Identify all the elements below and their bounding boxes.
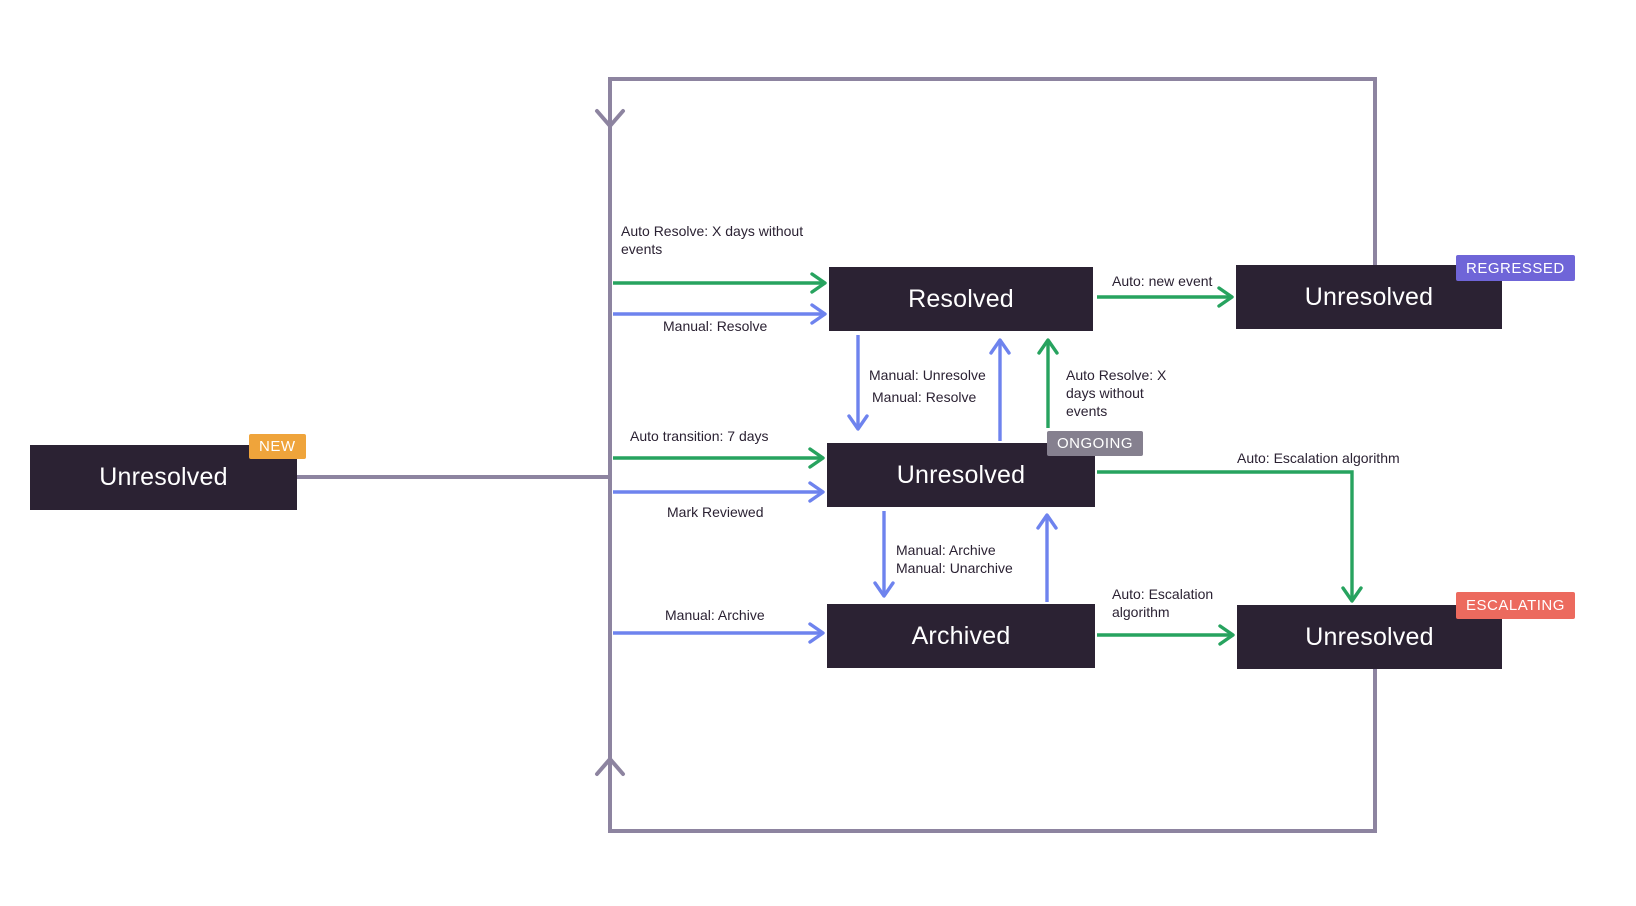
edge-label-manual-resolve-left: Manual: Resolve <box>663 318 768 334</box>
edge-label-mark-reviewed: Mark Reviewed <box>667 504 764 520</box>
auto-transition-arrows <box>613 272 1363 646</box>
edge-label-manual-unarchive: Manual: Unarchive <box>896 560 1013 576</box>
arrow-escalation-from-ongoing <box>1097 470 1363 603</box>
state-label: Unresolved <box>1305 622 1434 651</box>
edge-label-auto-resolve-mid: Auto Resolve: X days without events <box>1066 367 1167 420</box>
edge-label-auto-escalation-archived: Auto: Escalation algorithm <box>1112 586 1214 621</box>
loop-arrow-up-icon <box>595 757 625 776</box>
edge-label-auto-transition: Auto transition: 7 days <box>630 428 769 444</box>
state-unresolved-new: Unresolved <box>30 445 297 510</box>
state-resolved: Resolved <box>829 267 1093 331</box>
edge-label-manual-unresolve: Manual: Unresolve <box>869 367 986 383</box>
loop-path <box>608 77 1377 833</box>
badge-ongoing: ONGOING <box>1047 431 1144 456</box>
state-label: Archived <box>911 621 1011 650</box>
loop-arrow-down-icon <box>595 109 625 128</box>
state-label: Unresolved <box>896 460 1026 489</box>
state-label: Unresolved <box>1304 282 1434 311</box>
state-archived: Archived <box>827 604 1095 668</box>
edge-label-manual-resolve-mid: Manual: Resolve <box>872 389 977 405</box>
state-label: Unresolved <box>99 463 228 491</box>
badge-new: NEW <box>249 434 306 459</box>
state-label: Resolved <box>908 284 1014 313</box>
edge-label-auto-escalation-ongoing: Auto: Escalation algorithm <box>1237 450 1400 466</box>
edge-label-manual-archive-left: Manual: Archive <box>665 607 765 623</box>
badge-regressed: REGRESSED <box>1456 255 1575 281</box>
manual-transition-arrows <box>613 303 1058 644</box>
edge-label-auto-new-event: Auto: new event <box>1112 273 1213 289</box>
edge-label-auto-resolve-left: Auto Resolve: X days without events <box>621 223 804 258</box>
edge-label-manual-archive-mid: Manual: Archive <box>896 542 996 558</box>
badge-escalating: ESCALATING <box>1456 592 1575 619</box>
feedback-loop-line <box>297 77 1377 833</box>
